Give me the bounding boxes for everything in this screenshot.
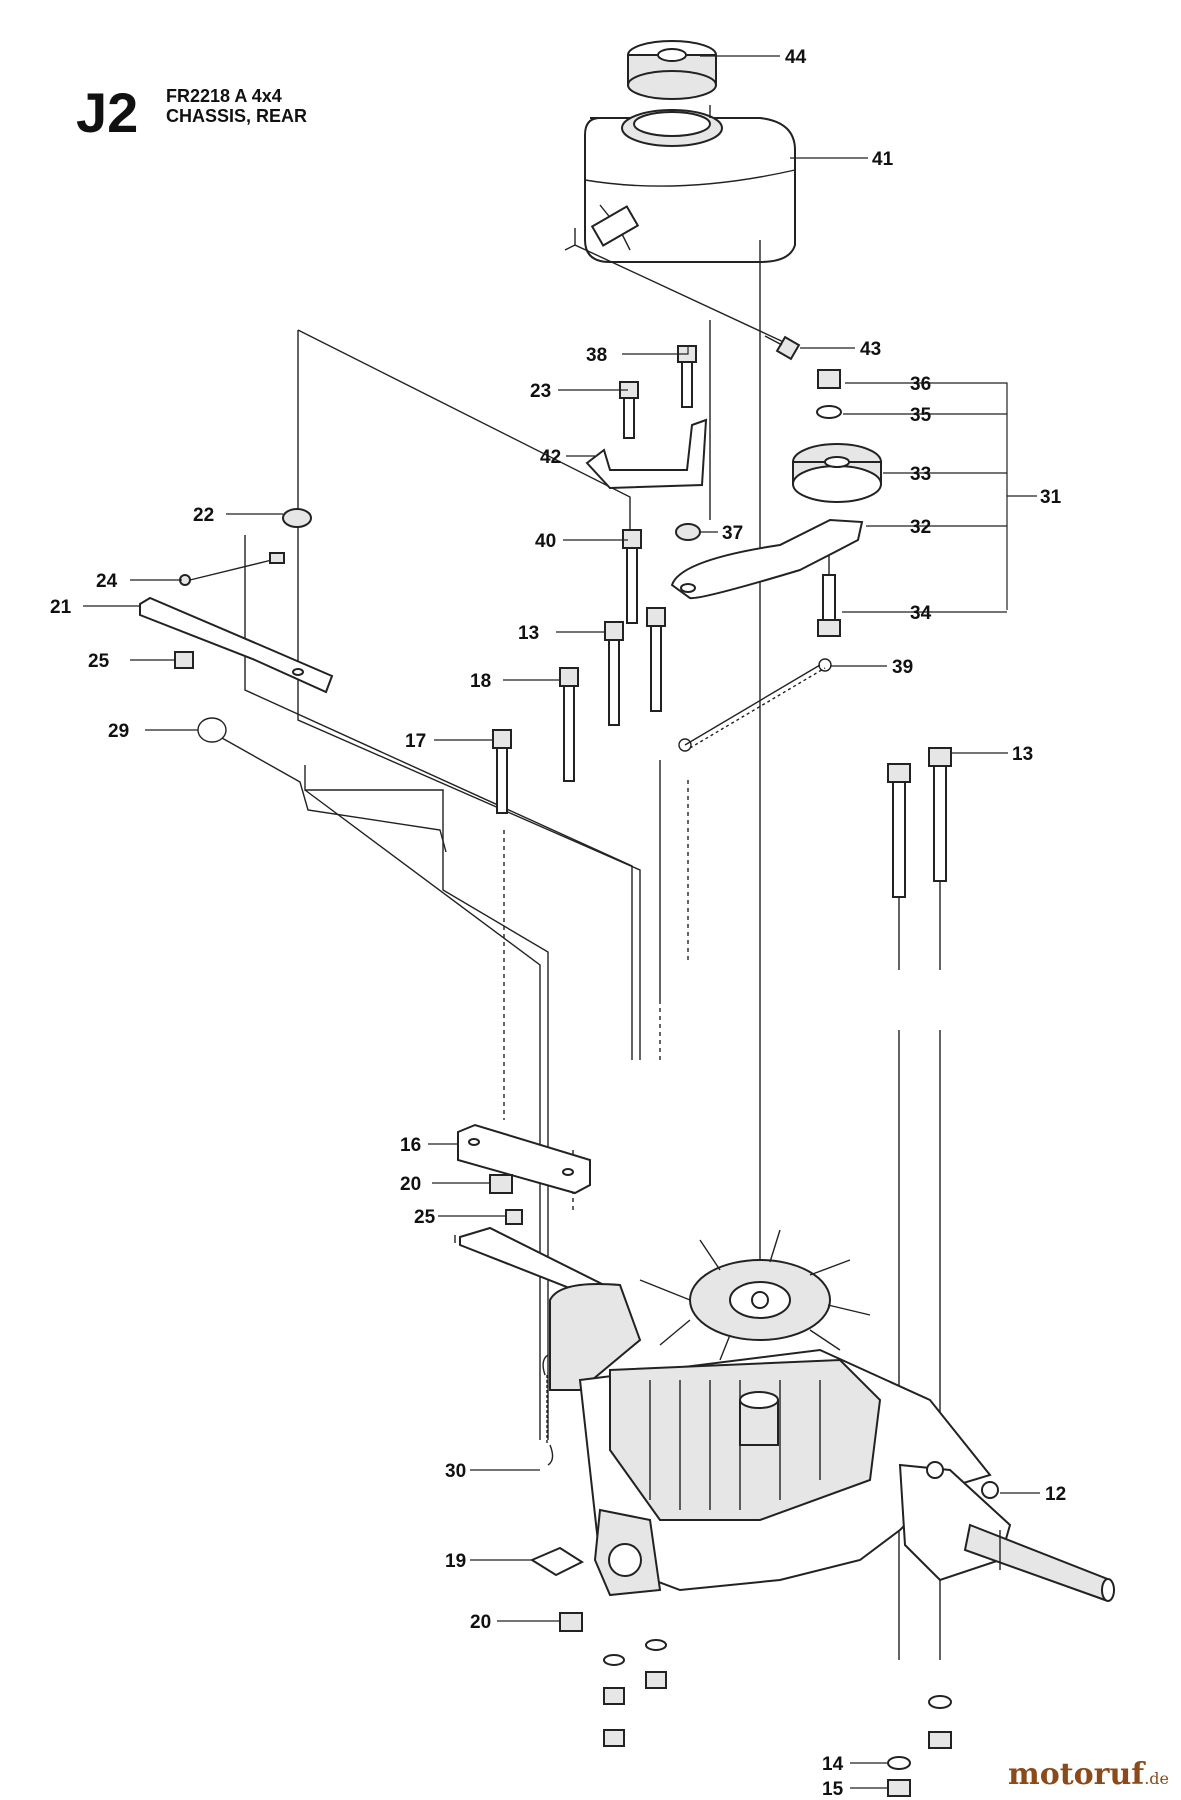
callout-35[interactable]: 35 bbox=[910, 405, 932, 426]
spring-30 bbox=[542, 1354, 554, 1466]
callout-22[interactable]: 22 bbox=[193, 505, 214, 526]
watermark-logo: motoruf.de bbox=[1008, 1757, 1169, 1792]
callout-25-mid[interactable]: 25 bbox=[414, 1207, 436, 1228]
idler-bracket-42 bbox=[585, 418, 708, 490]
bolt-34 bbox=[817, 545, 841, 637]
callout-14[interactable]: 14 bbox=[822, 1754, 844, 1775]
bolt-38 bbox=[677, 345, 697, 408]
bolt-17 bbox=[492, 729, 512, 814]
bolt-40 bbox=[622, 529, 642, 624]
callout-13-top[interactable]: 13 bbox=[518, 623, 539, 644]
callout-29[interactable]: 29 bbox=[108, 721, 129, 742]
callout-41[interactable]: 41 bbox=[872, 149, 894, 170]
callout-31[interactable]: 31 bbox=[1040, 487, 1062, 508]
callout-39[interactable]: 39 bbox=[892, 657, 913, 678]
washer-14 bbox=[887, 1756, 911, 1770]
nut-36 bbox=[817, 369, 841, 389]
nut-20-top bbox=[489, 1174, 513, 1194]
bushing-22 bbox=[282, 508, 312, 528]
callout-leaders bbox=[83, 55, 1040, 1789]
bolt-43 bbox=[764, 335, 801, 361]
callout-32[interactable]: 32 bbox=[910, 517, 931, 538]
section-name: CHASSIS, REAR bbox=[166, 106, 308, 126]
callout-33[interactable]: 33 bbox=[910, 464, 931, 485]
transaxle bbox=[454, 1226, 1115, 1602]
bolt-13-left bbox=[604, 607, 666, 726]
callout-37[interactable]: 37 bbox=[722, 523, 743, 544]
spacer-37 bbox=[675, 523, 701, 541]
pulley-33 bbox=[792, 443, 882, 503]
nut-25-top bbox=[174, 651, 194, 669]
callout-44[interactable]: 44 bbox=[785, 47, 807, 68]
brand-name: motoruf bbox=[1008, 1757, 1145, 1792]
nut-20-bottom bbox=[559, 1612, 583, 1632]
spring-39 bbox=[678, 658, 832, 752]
callout-23[interactable]: 23 bbox=[530, 381, 551, 402]
callout-24[interactable]: 24 bbox=[96, 571, 118, 592]
callout-36[interactable]: 36 bbox=[910, 374, 931, 395]
right-bottom-nuts bbox=[928, 1695, 952, 1749]
callout-labels: 44 41 43 38 23 36 35 42 33 31 22 37 32 4… bbox=[50, 47, 1066, 1800]
model-name: FR2218 A 4x4 bbox=[166, 86, 282, 106]
callout-30[interactable]: 30 bbox=[445, 1461, 466, 1482]
callout-18[interactable]: 18 bbox=[470, 671, 491, 692]
callout-17[interactable]: 17 bbox=[405, 731, 426, 752]
callout-38[interactable]: 38 bbox=[586, 345, 607, 366]
lower-nuts bbox=[603, 1639, 667, 1747]
washer-35 bbox=[816, 405, 842, 419]
callout-42[interactable]: 42 bbox=[540, 447, 561, 468]
block-16 bbox=[457, 1123, 591, 1195]
bolt-18 bbox=[559, 667, 579, 782]
callout-13-right[interactable]: 13 bbox=[1012, 744, 1033, 765]
callout-20-top[interactable]: 20 bbox=[400, 1174, 421, 1195]
callout-20-bottom[interactable]: 20 bbox=[470, 1612, 491, 1633]
callout-16[interactable]: 16 bbox=[400, 1135, 421, 1156]
lever-21 bbox=[139, 596, 334, 694]
callout-43[interactable]: 43 bbox=[860, 339, 881, 360]
idler-arm-32 bbox=[670, 518, 864, 600]
plate-19 bbox=[529, 1546, 585, 1577]
callout-15[interactable]: 15 bbox=[822, 1779, 844, 1800]
oil-reservoir bbox=[584, 109, 796, 263]
reservoir-cap bbox=[627, 40, 717, 100]
callout-40[interactable]: 40 bbox=[535, 531, 556, 552]
diagram-code: J2 bbox=[76, 81, 139, 144]
nut-25-mid bbox=[505, 1209, 523, 1225]
brand-tld: .de bbox=[1144, 1769, 1169, 1788]
assembly-guide-lines bbox=[244, 105, 791, 1440]
callout-12[interactable]: 12 bbox=[1045, 1484, 1066, 1505]
callout-21[interactable]: 21 bbox=[50, 597, 72, 618]
callout-34[interactable]: 34 bbox=[910, 603, 932, 624]
callout-25-top[interactable]: 25 bbox=[88, 651, 110, 672]
callout-19[interactable]: 19 bbox=[445, 1551, 466, 1572]
rod-24 bbox=[179, 552, 285, 586]
nut-15 bbox=[887, 1779, 911, 1797]
